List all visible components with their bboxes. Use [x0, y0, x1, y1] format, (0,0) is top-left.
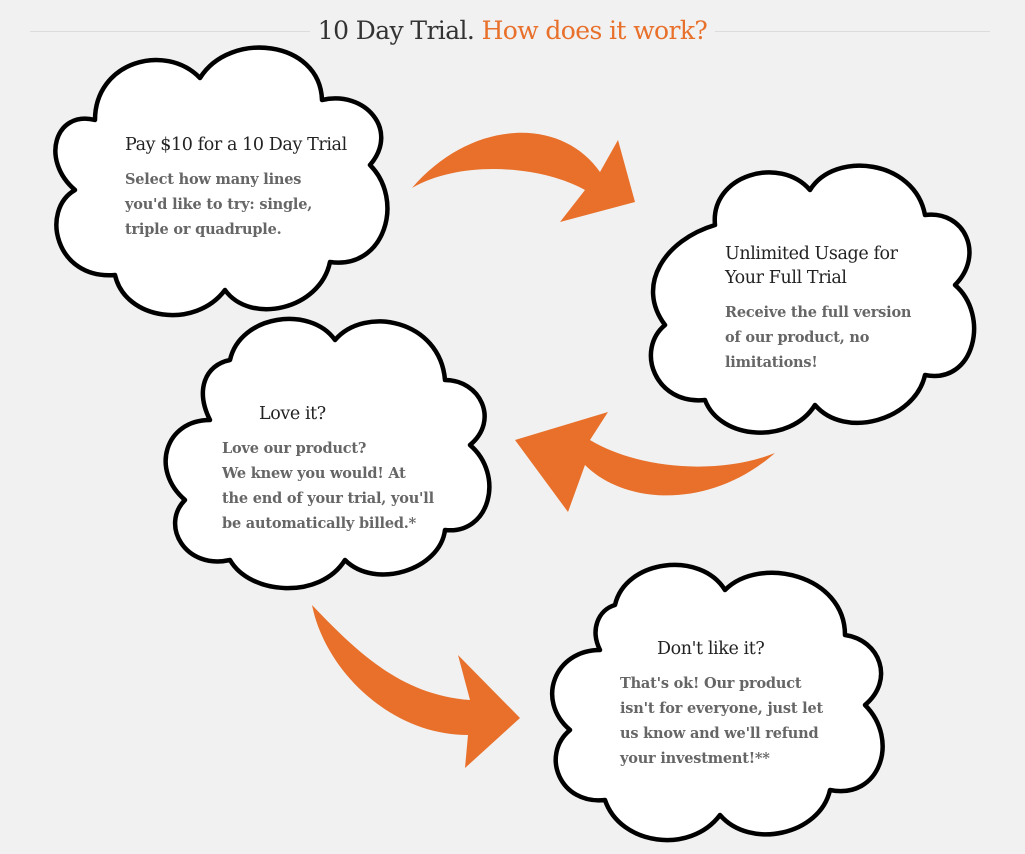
step-2-body-line: limitations! [725, 354, 818, 371]
step-4: Don't like it? That's ok! Our product is… [620, 637, 880, 771]
curved-arrow-right-icon [412, 132, 635, 222]
step-3-body-line: the end of your trial, you'll [222, 490, 434, 507]
page-title-main: 10 Day Trial. [317, 16, 475, 45]
step-2: Unlimited Usage for Your Full Trial Rece… [725, 242, 965, 375]
cloud-step-3 [163, 316, 492, 591]
step-2-body-line: of our product, no [725, 329, 870, 346]
step-2-body-line: Receive the full version [725, 304, 912, 321]
step-2-heading-line: Your Full Trial [725, 268, 847, 288]
step-4-body-line: your investment!** [620, 750, 770, 767]
page-title-wrap: 10 Day Trial. How does it work? [309, 16, 716, 45]
curved-arrow-left-icon [515, 412, 775, 512]
header-rule-left [30, 31, 310, 32]
step-4-body-line: isn't for everyone, just let [620, 700, 824, 717]
step-3-body-line: be automatically billed.* [222, 515, 417, 532]
step-4-body-line: us know and we'll refund [620, 725, 819, 742]
step-3-heading: Love it? [259, 404, 326, 424]
step-1-heading: Pay $10 for a 10 Day Trial [125, 135, 347, 155]
curved-arrow-down-right-icon [312, 605, 520, 768]
step-4-body: That's ok! Our product isn't for everyon… [620, 671, 880, 771]
step-1-body-line: you'd like to try: single, [125, 196, 313, 213]
cloud-step-2 [648, 163, 977, 435]
header-rule-right [715, 31, 990, 32]
step-2-heading: Unlimited Usage for Your Full Trial [725, 242, 965, 290]
step-3-body: Love our product? We knew you would! At … [222, 436, 482, 536]
step-1: Pay $10 for a 10 Day Trial Select how ma… [125, 133, 375, 242]
step-1-body: Select how many lines you'd like to try:… [125, 167, 375, 242]
page-title: 10 Day Trial. How does it work? [0, 12, 1025, 50]
page-title-accent: How does it work? [481, 16, 708, 45]
cloud-step-4 [550, 562, 885, 843]
step-3-body-line: We knew you would! At [222, 465, 406, 482]
step-1-body-line: Select how many lines [125, 171, 302, 188]
step-3: Love it? Love our product? We knew you w… [222, 402, 482, 536]
step-1-body-line: triple or quadruple. [125, 221, 282, 238]
step-2-heading-line: Unlimited Usage for [725, 244, 898, 264]
step-4-body-line: That's ok! Our product [620, 675, 802, 692]
cloud-step-1 [53, 45, 390, 318]
step-2-body: Receive the full version of our product,… [725, 300, 965, 375]
step-4-heading: Don't like it? [657, 639, 765, 659]
step-3-body-line: Love our product? [222, 440, 367, 457]
